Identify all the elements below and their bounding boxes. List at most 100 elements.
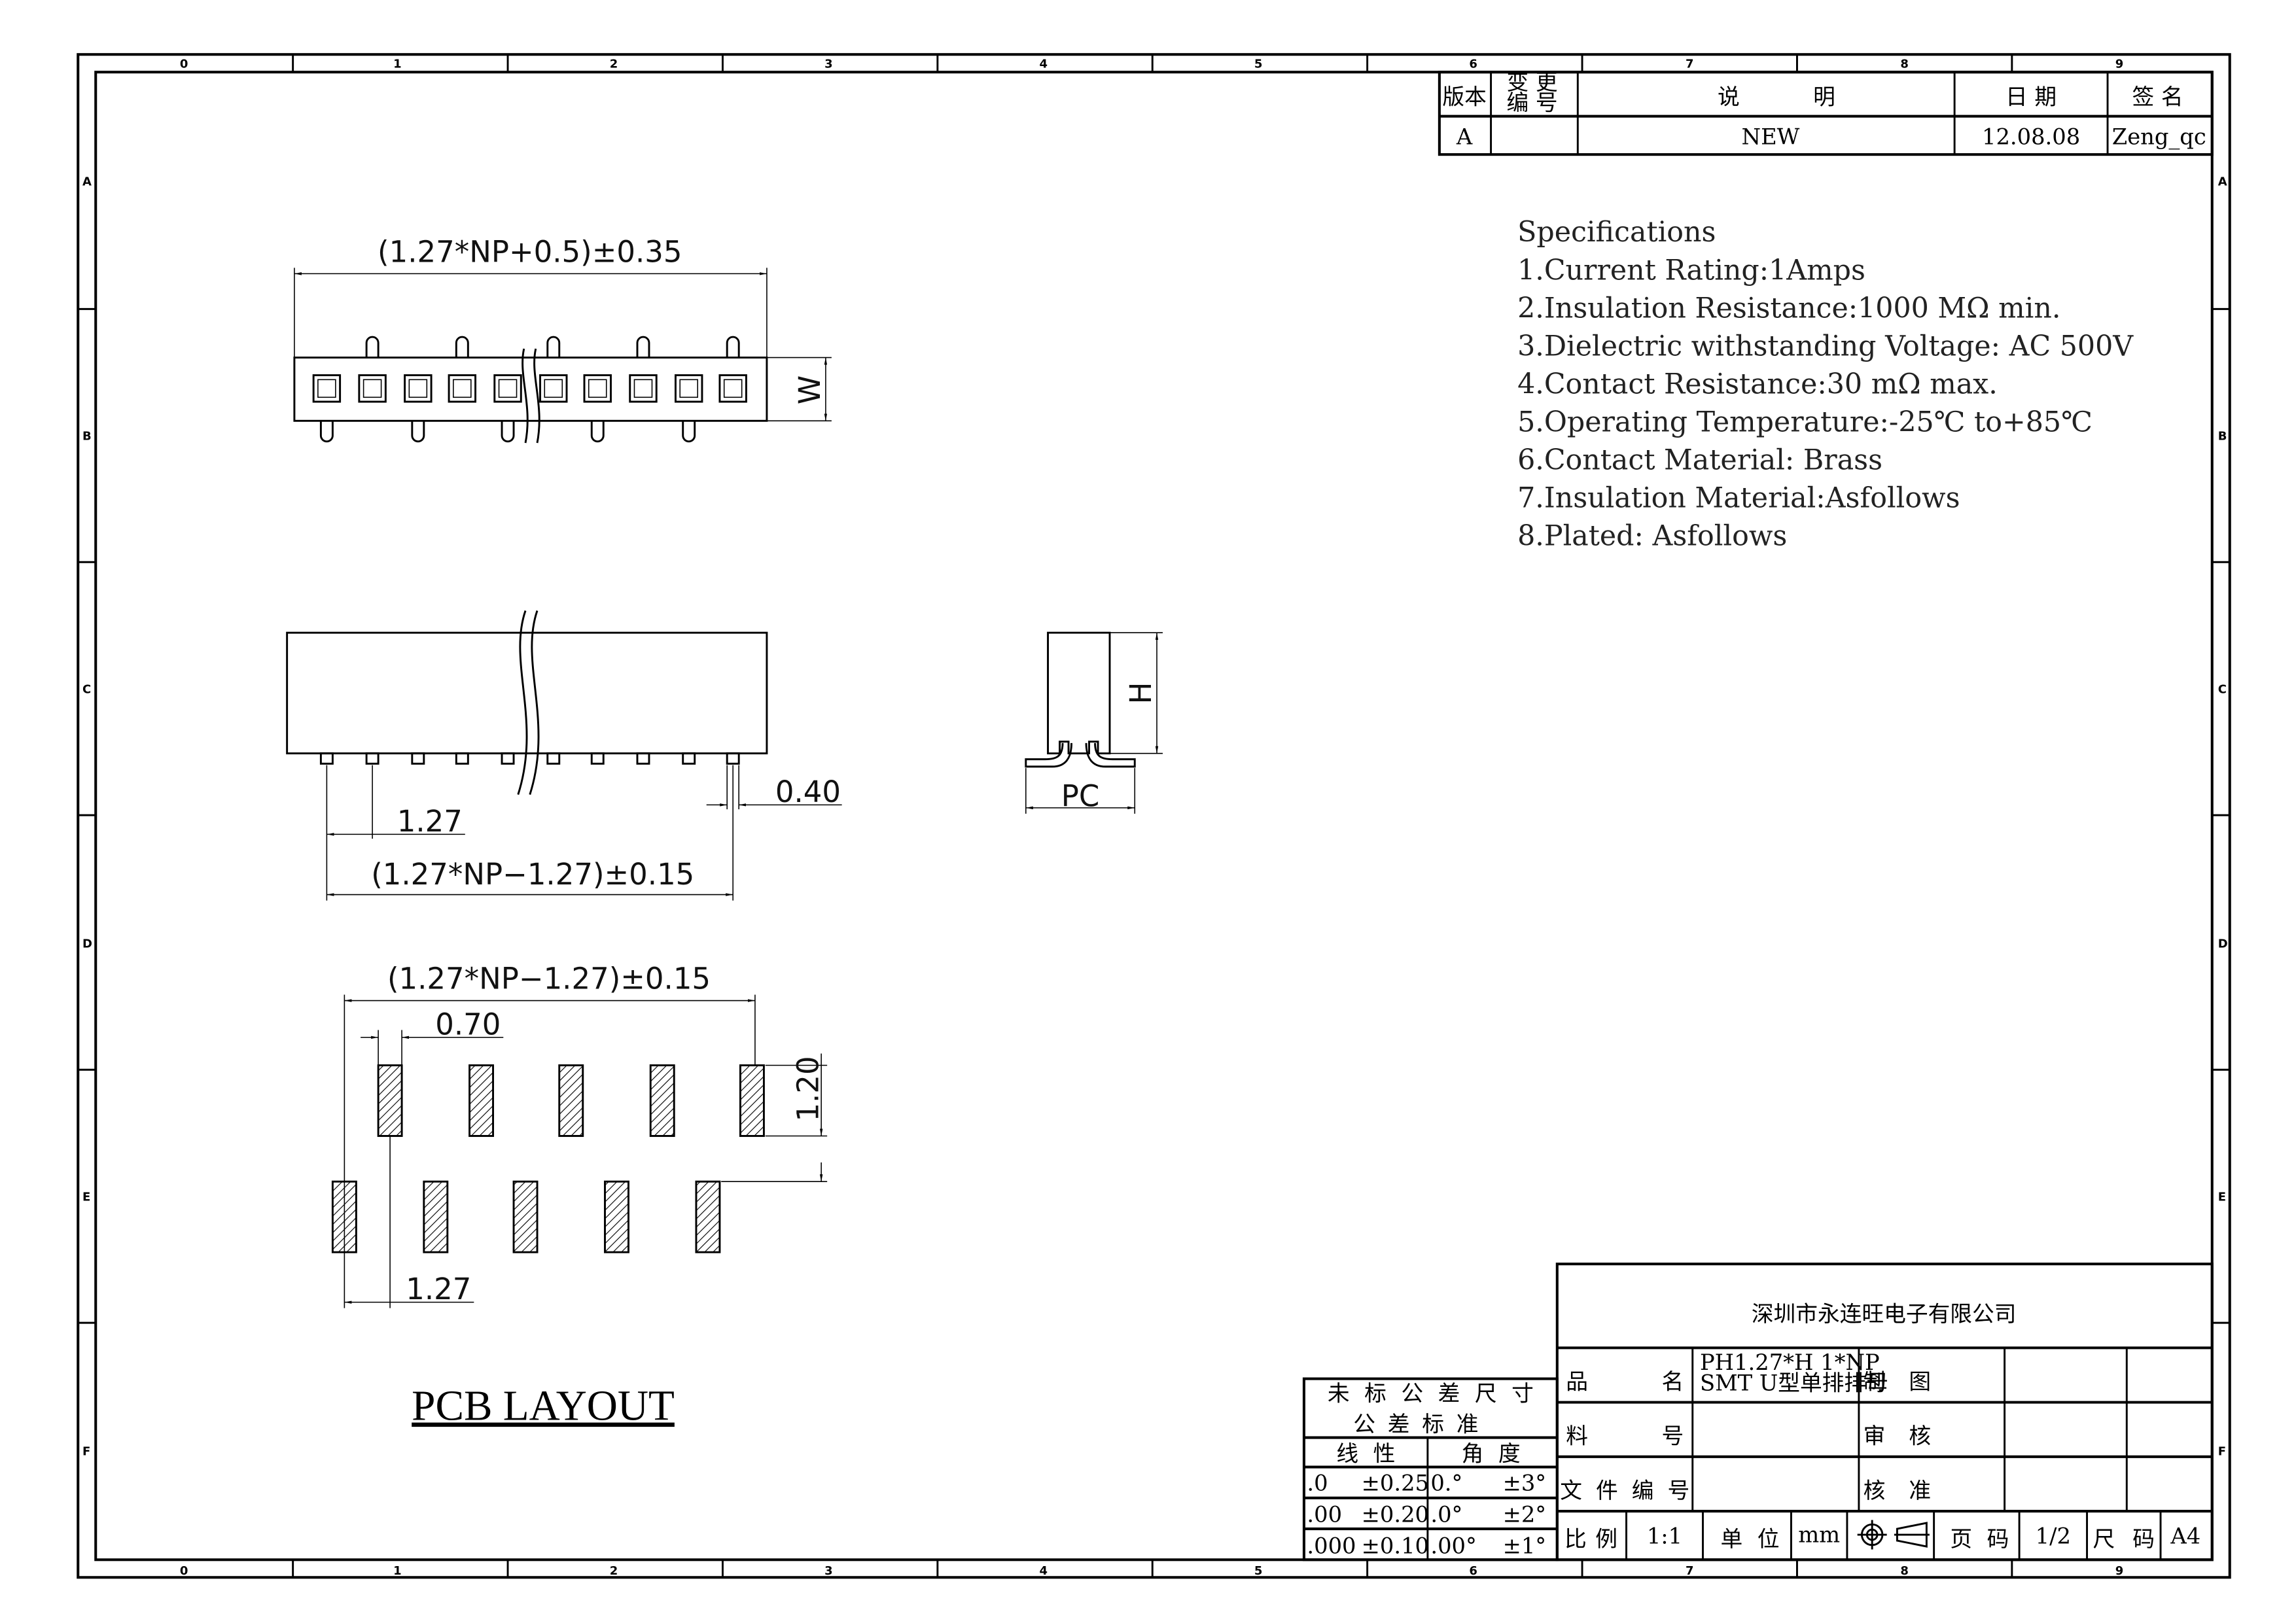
pin-cavity-inner (453, 379, 472, 398)
zone-row-label: C (82, 682, 91, 696)
connector-body-top (293, 357, 768, 422)
zone-column-label: 6 (1469, 57, 1477, 71)
zone-column-label: 9 (2115, 1564, 2124, 1578)
pin-tail-top (636, 336, 650, 358)
pcb-layout: (1.27*NP−1.27)±0.15 0.70 1.20 1.27 PCB L… (331, 962, 828, 1430)
zone-row-label: B (2218, 430, 2227, 444)
pcb-layout-label: PCB LAYOUT (412, 1383, 675, 1430)
specification-item: 8.Plated: Asfollows (1517, 520, 1787, 553)
pin-tail-bottom (682, 421, 696, 443)
zone-column-label: 4 (1040, 1564, 1048, 1578)
tolerance-title-1: 未标公差尺寸 (1328, 1380, 1534, 1406)
part-no-label: 料号 (1566, 1423, 1684, 1449)
size-value: A4 (2170, 1524, 2200, 1549)
linear-tolerance: ±0.10 (1362, 1533, 1429, 1558)
zone-column-label: 1 (393, 57, 402, 71)
header-version: 版本 (1442, 84, 1486, 110)
side-view: H PC (1025, 631, 1163, 814)
revision-table: 版本 变 更 编 号 说 明 日 期 签 名 A NEW 12.08.08 Ze… (1438, 69, 2214, 156)
pin-cavity (718, 374, 747, 403)
pin-cavity-inner (317, 379, 336, 398)
zone-row-label: A (82, 175, 92, 188)
pin-cavity (675, 374, 703, 403)
dim-pc: PC (1061, 779, 1100, 814)
pin-cavity-inner (588, 379, 607, 398)
size-label: 尺码 (2093, 1526, 2155, 1552)
pin-cavity (358, 374, 387, 403)
unit-label: 单位 (1720, 1526, 1779, 1552)
zone-column-label: 5 (1254, 1564, 1263, 1578)
pin-cavity-inner (723, 379, 743, 398)
zone-column-label: 3 (824, 57, 833, 71)
revision-description: NEW (1742, 124, 1800, 149)
page-label: 页码 (1950, 1526, 2009, 1552)
top-view: (1.27*NP+0.5)±0.35 W (293, 234, 832, 444)
zone-column-label: 8 (1900, 57, 1909, 71)
pcb-pad (695, 1180, 721, 1253)
specification-item: 5.Operating Temperature:-25℃ to+85℃ (1517, 406, 2093, 439)
zone-column-label: 9 (2115, 57, 2124, 71)
product-name-label: 品名 (1566, 1369, 1684, 1394)
pin-cavity (539, 374, 568, 403)
dim-height: H (1123, 682, 1158, 705)
zone-row-label: D (2218, 937, 2228, 951)
angle-precision: 0.° (1430, 1471, 1462, 1496)
scale-value: 1:1 (1647, 1524, 1682, 1549)
pcb-pad (512, 1180, 539, 1253)
pin-foot (411, 752, 425, 765)
pcb-pad (604, 1180, 629, 1253)
angle-tolerance: ±3° (1503, 1471, 1547, 1496)
linear-precision: .00 (1307, 1501, 1342, 1527)
linear-precision: .000 (1307, 1533, 1356, 1558)
pin-foot (501, 752, 515, 765)
dim-pin-width: 0.40 (775, 775, 841, 809)
front-view: 1.27 (1.27*NP−1.27)±0.15 0.40 (286, 610, 842, 901)
angle-tolerance: ±1° (1503, 1533, 1547, 1558)
zone-row-label: E (2218, 1190, 2226, 1204)
pin-cavity-inner (679, 379, 698, 398)
zone-column-label: 3 (824, 1564, 833, 1578)
pin-cavity-inner (544, 379, 563, 398)
dim-pad-width: 0.70 (435, 1007, 501, 1041)
pin-foot (455, 752, 469, 765)
pcb-pad (468, 1064, 495, 1137)
pin-cavity (493, 374, 522, 403)
pin-cavity (448, 374, 477, 403)
specification-item: 6.Contact Material: Brass (1517, 444, 1882, 477)
pcb-pad (423, 1180, 449, 1253)
revision-version: A (1456, 124, 1473, 149)
zone-row-label: D (82, 937, 92, 951)
pin-cavity (404, 374, 433, 403)
pin-tail-top (365, 336, 380, 358)
dim-pcb-pitch: 1.27 (406, 1272, 471, 1306)
pcb-pad (739, 1064, 765, 1137)
zone-column-label: 7 (1686, 1564, 1694, 1578)
pin-cavity (583, 374, 612, 403)
angle-precision: .0° (1430, 1501, 1462, 1527)
header-signature: 签 名 (2132, 84, 2183, 110)
page-value: 1/2 (2036, 1524, 2071, 1549)
specifications: Specifications 1.Current Rating:1Amps2.I… (1517, 216, 2134, 553)
zone-column-label: 7 (1686, 57, 1694, 71)
pcb-pad (377, 1064, 403, 1137)
revision-date: 12.08.08 (1982, 124, 2080, 149)
header-change-no-2: 编 号 (1506, 90, 1557, 116)
pin-foot (319, 752, 334, 765)
zone-row-label: A (2218, 175, 2227, 188)
dim-pin-span: (1.27*NP−1.27)±0.15 (371, 857, 694, 892)
specifications-title: Specifications (1517, 216, 1716, 249)
pin-cavity (312, 374, 342, 403)
pin-tail-top (726, 336, 740, 358)
header-description: 说 明 (1718, 84, 1835, 110)
zone-row-label: F (2218, 1445, 2226, 1459)
zone-column-label: 8 (1900, 1564, 1909, 1578)
dim-top-length: (1.27*NP+0.5)±0.35 (378, 234, 682, 269)
angle-tolerance: ±2° (1503, 1501, 1547, 1527)
zone-column-label: 0 (180, 57, 188, 71)
product-name-line1: PH1.27*H 1*NP (1700, 1350, 1880, 1375)
revision-signature: Zeng_qc (2112, 124, 2206, 150)
